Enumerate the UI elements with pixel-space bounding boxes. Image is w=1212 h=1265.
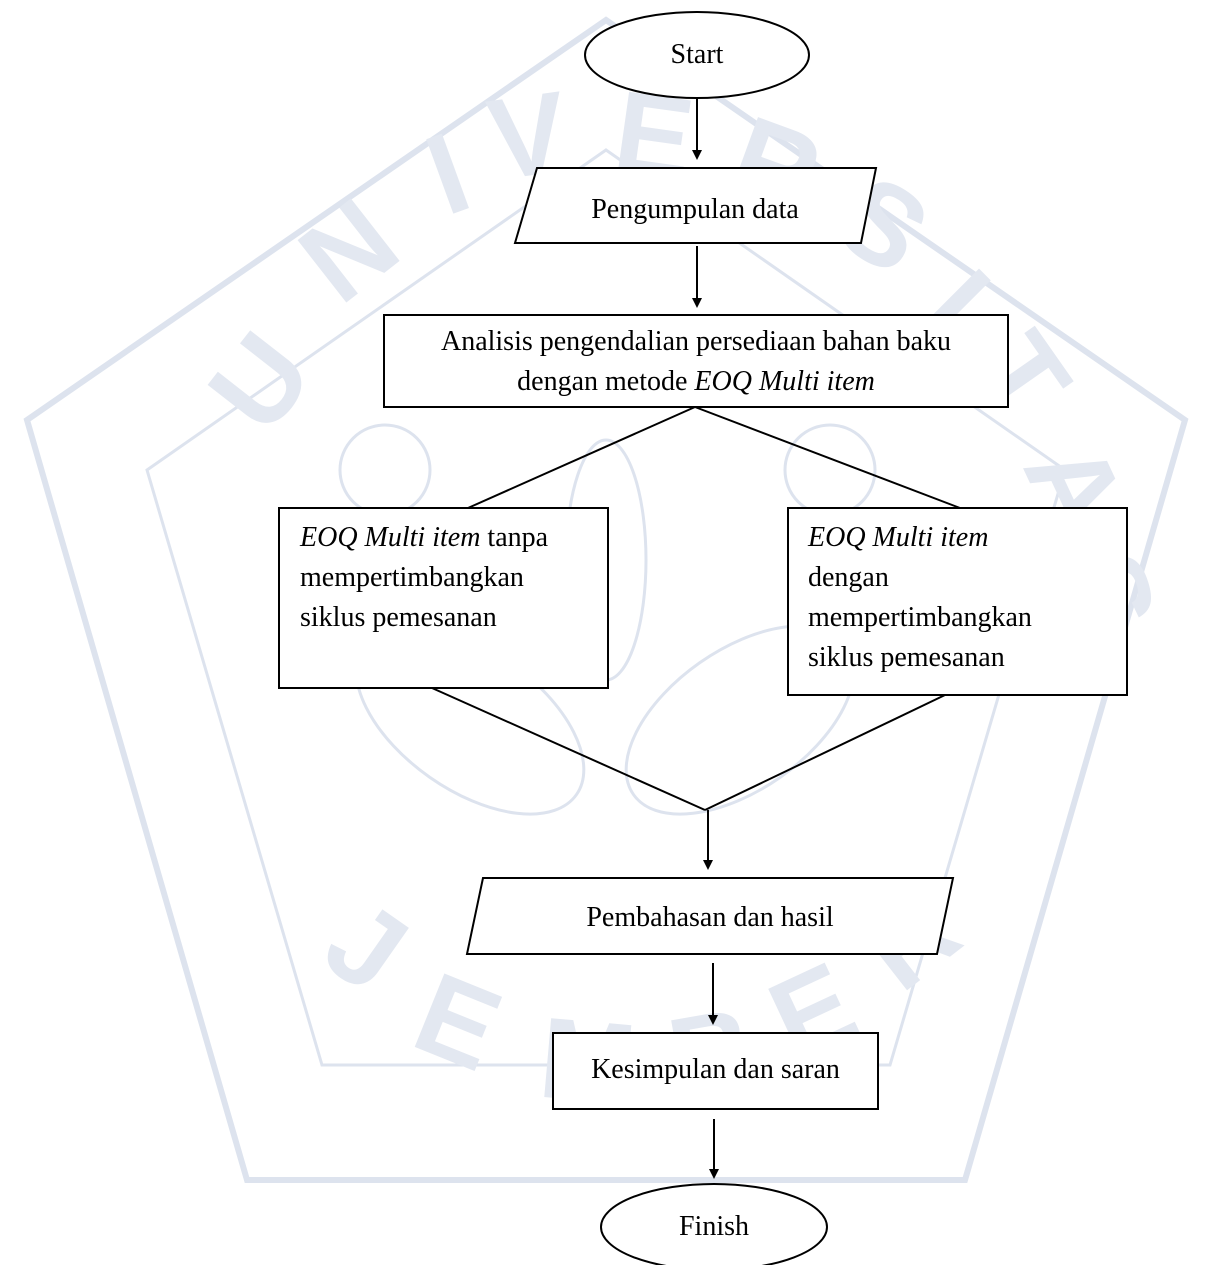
left-branch-node — [278, 507, 609, 689]
finish-label: Finish — [678, 1211, 750, 1242]
left-branch-plain: tanpa — [480, 522, 549, 553]
left-branch-line-1: EOQ Multi item tanpa — [300, 518, 600, 558]
analysis-label: Analisis pengendalian persediaan bahan b… — [384, 322, 1008, 402]
start-label: Start — [670, 39, 724, 70]
watermark-pentagon — [23, 16, 1189, 1183]
finish-node — [600, 1183, 828, 1265]
left-branch-label: EOQ Multi item tanpa mempertimbangkan si… — [300, 518, 600, 638]
right-branch-node — [787, 507, 1128, 696]
left-branch-line-3: siklus pemesanan — [300, 602, 497, 633]
data-collection-label: Pengumpulan data — [591, 194, 799, 225]
connector-analysis-to-right — [694, 406, 961, 509]
connector-right-to-join — [704, 694, 946, 811]
analysis-line-2: dengan metode EOQ Multi item — [384, 362, 1008, 402]
right-branch-line-1: EOQ Multi item — [808, 522, 989, 553]
conclusion-node — [552, 1032, 879, 1110]
analysis-line-1: Analisis pengendalian persediaan bahan b… — [440, 326, 952, 357]
connector-analysis-to-left — [467, 406, 696, 509]
right-branch-line-4: siklus pemesanan — [808, 642, 1005, 673]
right-branch-line-3: mempertimbangkan — [808, 602, 1032, 633]
left-branch-italic: EOQ Multi item — [300, 522, 481, 553]
right-branch-line-2: dengan — [808, 562, 889, 593]
right-branch-label: EOQ Multi item dengan mempertimbangkan s… — [808, 518, 1118, 678]
discussion-label: Pembahasan dan hasil — [586, 902, 834, 933]
conclusion-label: Kesimpulan dan saran — [591, 1054, 840, 1085]
analysis-line-2-italic: EOQ Multi item — [694, 366, 875, 397]
analysis-node — [383, 314, 1009, 408]
connector-left-to-join — [431, 687, 706, 811]
discussion-node — [465, 877, 955, 955]
data-collection-node — [513, 167, 878, 244]
left-branch-line-2: mempertimbangkan — [300, 562, 524, 593]
analysis-line-2-plain: dengan metode — [517, 366, 695, 397]
